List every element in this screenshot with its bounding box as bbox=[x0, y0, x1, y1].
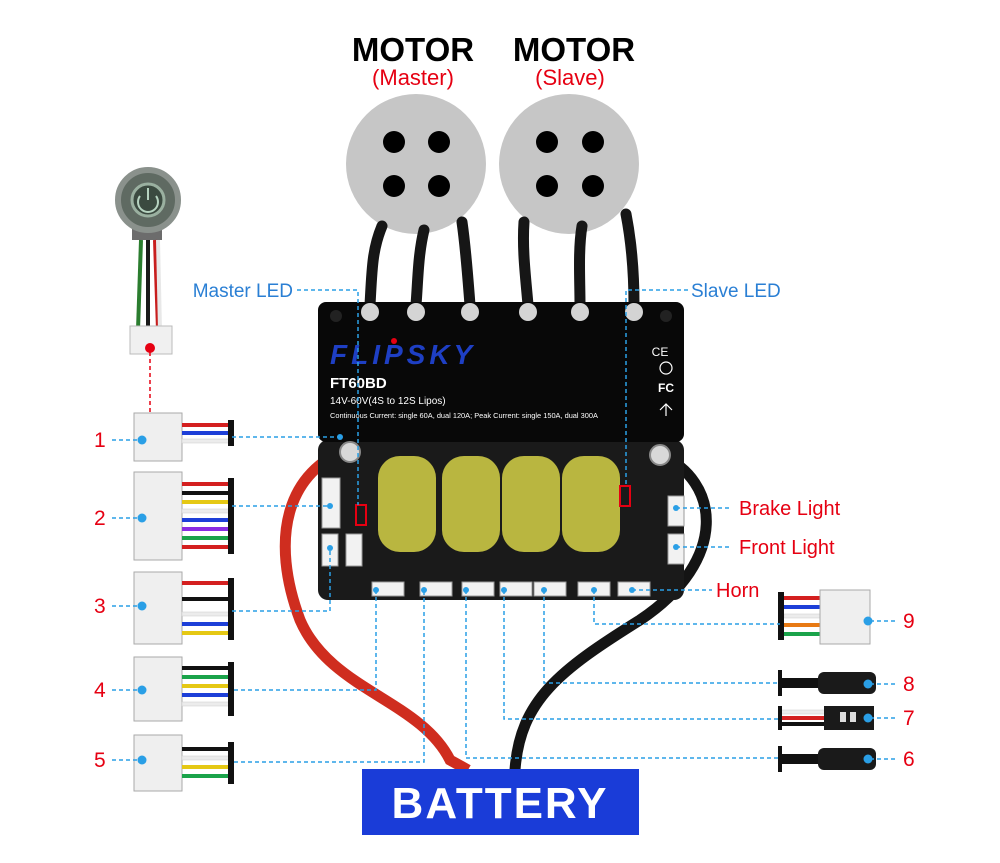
slave-led-marker bbox=[619, 485, 631, 507]
horn-label: Horn bbox=[716, 580, 759, 602]
plug-9 bbox=[778, 589, 871, 645]
fc-mark: FC bbox=[658, 381, 674, 395]
brake-light-label: Brake Light bbox=[739, 498, 841, 520]
plug-3 bbox=[133, 571, 234, 645]
connector-number-4: 4 bbox=[94, 679, 106, 702]
battery-label: BATTERY bbox=[392, 779, 609, 828]
connector-number-7: 7 bbox=[903, 707, 915, 730]
motor-master-title: MOTOR bbox=[352, 31, 474, 68]
battery-box: BATTERY bbox=[362, 769, 639, 835]
master-led-marker bbox=[355, 504, 367, 526]
plug-7 bbox=[778, 706, 874, 730]
motor-phase-wires bbox=[364, 208, 640, 311]
plug-6 bbox=[778, 746, 876, 772]
controller-board: FLIPSKY FT60BD 14V-60V(4S to 12S Lipos) … bbox=[318, 302, 685, 600]
recycle-icon bbox=[659, 403, 673, 416]
plug-2 bbox=[133, 471, 234, 561]
connector-number-6: 6 bbox=[903, 748, 915, 771]
battery-negative-wire bbox=[509, 449, 712, 771]
motor-master-role: (Master) bbox=[372, 65, 454, 90]
board-voltage: 14V-60V(4S to 12S Lipos) bbox=[330, 396, 446, 407]
plug-1 bbox=[133, 412, 234, 462]
connector-number-8: 8 bbox=[903, 673, 915, 696]
connector-number-5: 5 bbox=[94, 749, 106, 772]
plug-5 bbox=[133, 734, 234, 792]
master-led-label: Master LED bbox=[193, 281, 293, 302]
motor-master-disc bbox=[346, 94, 486, 234]
front-light-label: Front Light bbox=[739, 537, 835, 559]
leader-dots bbox=[137, 434, 873, 765]
slave-led-label: Slave LED bbox=[691, 281, 781, 302]
plug-8 bbox=[778, 670, 876, 696]
plug-4 bbox=[133, 656, 234, 722]
motor-slave-title: MOTOR bbox=[513, 31, 635, 68]
power-switch bbox=[115, 167, 181, 355]
motor-slave: MOTOR (Slave) bbox=[499, 31, 639, 234]
connector-number-3: 3 bbox=[94, 595, 106, 618]
connector-number-9: 9 bbox=[903, 610, 915, 633]
connector-number-2: 2 bbox=[94, 507, 106, 530]
connector-number-1: 1 bbox=[94, 429, 106, 452]
motor-slave-disc bbox=[499, 94, 639, 234]
ce-mark: CE bbox=[652, 345, 669, 359]
board-brand: FLIPSKY bbox=[330, 339, 476, 370]
capacitors bbox=[378, 456, 620, 552]
leader-lines bbox=[112, 289, 896, 763]
motor-slave-role: (Slave) bbox=[535, 65, 605, 90]
motor-master: MOTOR (Master) bbox=[346, 31, 486, 234]
battery-positive-wire bbox=[279, 442, 471, 775]
board-current: Continuous Current: single 60A, dual 120… bbox=[330, 411, 598, 420]
